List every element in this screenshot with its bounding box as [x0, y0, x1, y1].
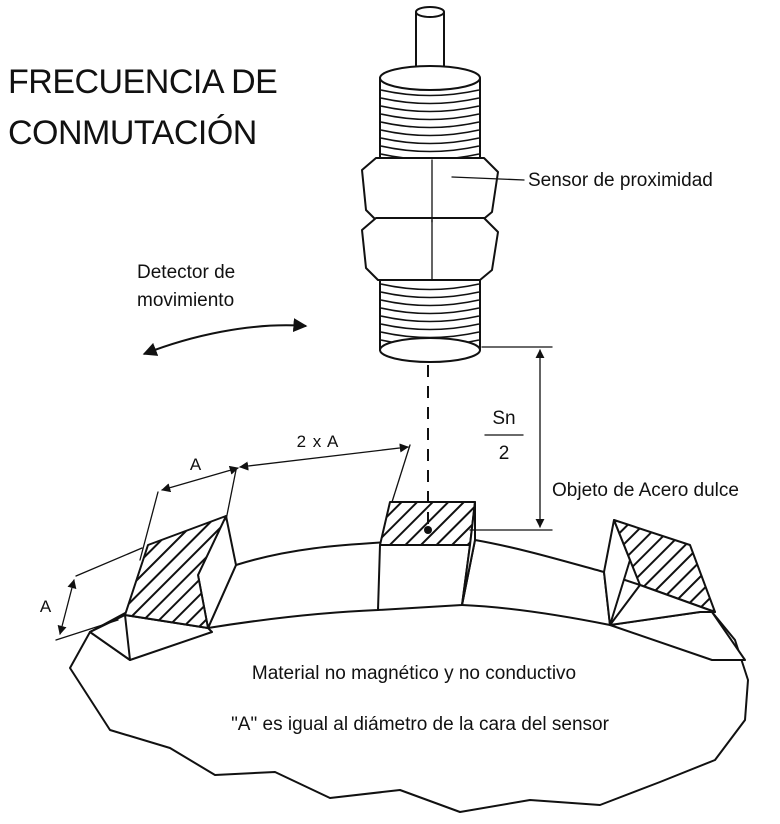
sensor-face-note: "A" es igual al diámetro de la cara del … [231, 714, 610, 735]
thread-line [380, 105, 480, 113]
width-dimension: A [139, 455, 239, 561]
motion-arrow [142, 318, 308, 356]
thread-line [380, 315, 480, 323]
thread-line [380, 97, 480, 105]
thread-line [380, 145, 480, 153]
sensor-label: Sensor de proximidad [528, 170, 713, 191]
gap-numerator: Sn [492, 408, 515, 429]
gap-dimension: Sn 2 [469, 346, 553, 531]
height-dimension: A [40, 547, 143, 641]
thread-line [380, 283, 480, 291]
tooth-left-hatched-face [124, 515, 227, 629]
sensor-callout-line [451, 176, 525, 181]
tooth-right [603, 519, 716, 626]
thread-line [380, 137, 480, 145]
motion-label-line-2: movimiento [137, 290, 234, 311]
thread-line [380, 89, 480, 97]
motion-label-line-1: Detector de [137, 262, 235, 283]
sensor-face [379, 337, 481, 363]
sensor-nut-lower [361, 217, 499, 281]
sensing-point [424, 526, 432, 534]
thread-line [380, 299, 480, 307]
proximity-sensor [361, 6, 499, 363]
tooth-center-front-face [377, 544, 471, 611]
dim-spacing-label: 2 x A [297, 432, 340, 451]
spacing-dimension: 2 x A [225, 432, 411, 521]
tooth-left [89, 515, 237, 661]
thread-line [380, 129, 480, 137]
thread-line [380, 307, 480, 315]
target-label: Objeto de Acero dulce [552, 480, 739, 501]
sensor-nut-upper [361, 157, 499, 223]
dim-width-label: A [190, 455, 202, 474]
thread-line [380, 291, 480, 299]
dim-height-label: A [40, 597, 52, 616]
non-magnetic-disc [69, 539, 749, 813]
tooth-center [377, 501, 476, 611]
title-line-1: FRECUENCIA DE [8, 63, 277, 101]
thread-line [380, 323, 480, 331]
thread-line [380, 113, 480, 121]
material-label: Material no magnético y no conductivo [252, 663, 576, 684]
title-line-2: CONMUTACIÓN [8, 114, 257, 152]
thread-line [380, 121, 480, 129]
gap-denominator: 2 [499, 443, 510, 464]
